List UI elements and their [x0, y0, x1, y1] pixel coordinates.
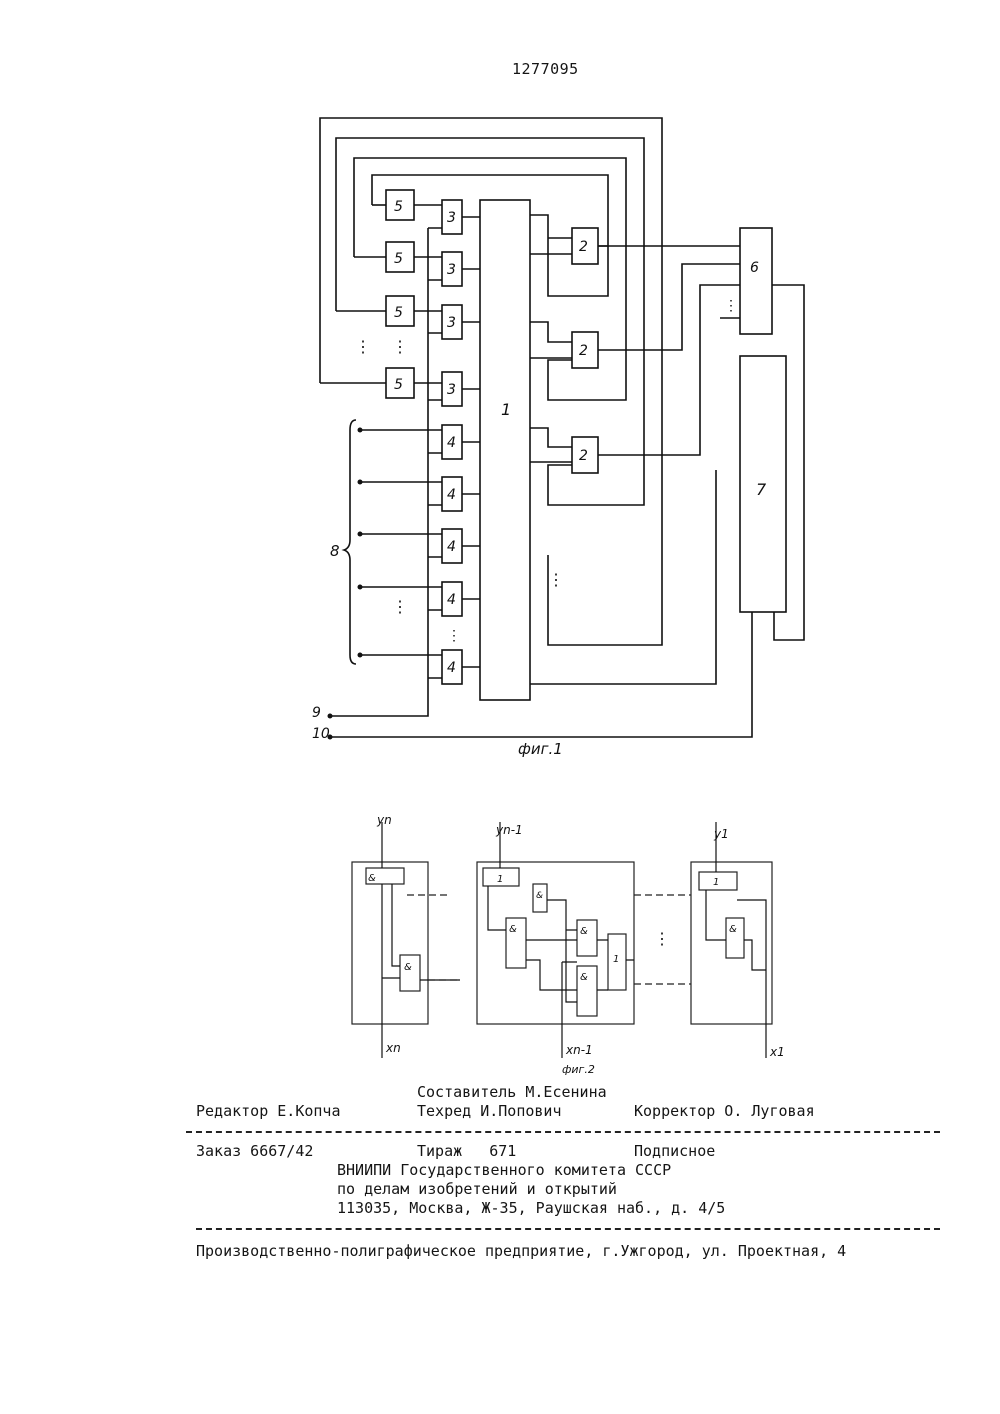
org-address: 113035, Москва, Ж-35, Раушская наб., д. … [337, 1199, 725, 1217]
input-xn-1: xn-1 [565, 1043, 593, 1057]
printer: Производственно-полиграфическое предприя… [196, 1242, 846, 1260]
editor: Редактор Е.Копча [196, 1102, 341, 1120]
cell-label: & [729, 924, 737, 935]
cell-label: & [580, 926, 588, 937]
output-y1: y1 [713, 827, 729, 841]
techred: Техред И.Попович [417, 1102, 562, 1120]
org-line-1: ВНИИПИ Государственного комитета СССР [337, 1161, 671, 1179]
corrector: Корректор О. Луговая [634, 1102, 815, 1120]
input-xn: xn [385, 1041, 401, 1055]
cell-label: 1 [497, 874, 503, 885]
cell-n [352, 862, 428, 1024]
cell-n-and [400, 955, 420, 991]
output-yn-1: yn-1 [495, 823, 523, 837]
fig2-caption: фиг.2 [562, 1063, 595, 1076]
podpisnoe: Подписное [634, 1142, 715, 1160]
figure-2-diagram: ⋮ yn yn-1 y1 xn xn-1 x1 фиг.2 & & 1 & & … [0, 0, 1000, 1080]
rule-top [186, 1131, 940, 1133]
cell-label: & [404, 962, 412, 973]
cell-label: & [368, 873, 376, 884]
svg-text:⋮: ⋮ [654, 929, 670, 948]
cell-label: & [536, 891, 543, 901]
rule-bottom [196, 1228, 940, 1230]
cell-label: 1 [613, 954, 619, 965]
cell-label: & [509, 924, 517, 935]
org-line-2: по делам изобретений и открытий [337, 1180, 617, 1198]
input-x1: x1 [769, 1045, 785, 1059]
output-yn: yn [376, 813, 392, 827]
tirazh: Тираж 671 [417, 1142, 516, 1160]
cell-label: 1 [713, 877, 719, 888]
order: Заказ 6667/42 [196, 1142, 313, 1160]
compiler: Составитель М.Есенина [417, 1083, 607, 1101]
cell-label: & [580, 972, 588, 983]
